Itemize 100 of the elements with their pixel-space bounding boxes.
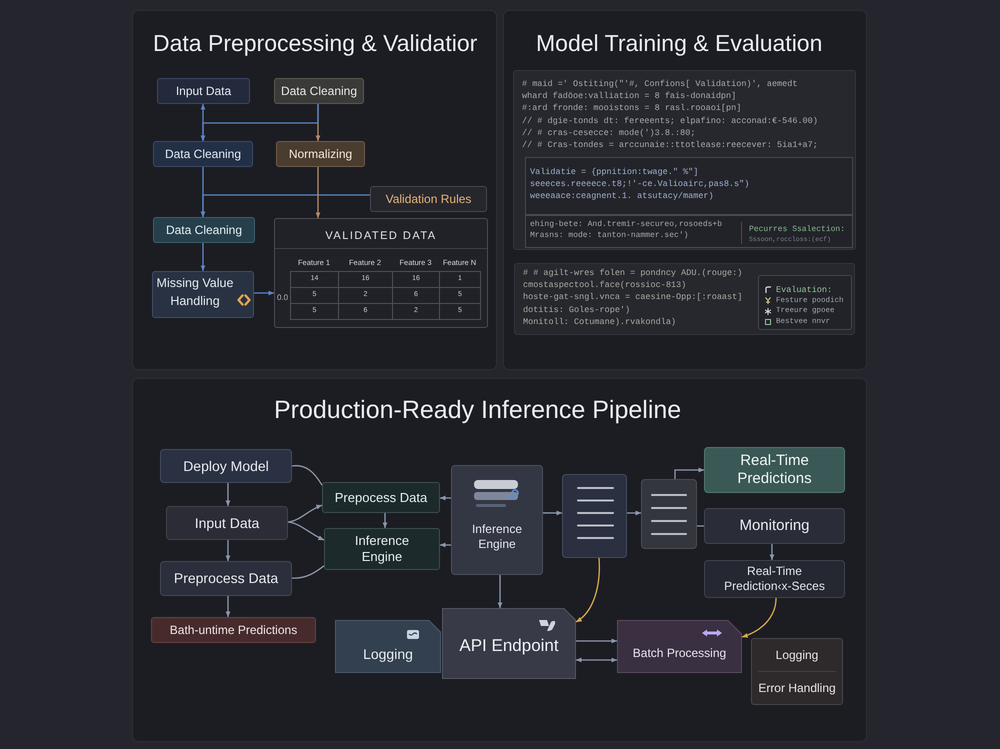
code-line: weeeaace:ceagnent.1. atsutacy/mamer)	[530, 190, 714, 203]
code-line: // # dgie-tonds dt: fereeents; elpafino: acconad:€-546.00)	[522, 114, 818, 127]
arrow	[226, 483, 230, 506]
process-box	[152, 271, 254, 318]
box-label: Logging	[776, 647, 818, 664]
arrow	[200, 104, 319, 142]
code-block	[525, 157, 853, 215]
code-line: // # Cras-tondes = arccunaie::ttotlease:reecever: 5ia1+a7;	[522, 139, 818, 152]
process-box	[451, 465, 543, 575]
arrow	[200, 194, 370, 218]
arrow	[200, 243, 206, 272]
code-panel	[513, 70, 856, 250]
evaluation-box	[758, 275, 852, 330]
connector-line	[697, 525, 704, 527]
box-label: Preprocess Data	[174, 569, 278, 588]
panel	[503, 10, 867, 370]
arrow	[543, 510, 562, 516]
process-box	[442, 608, 576, 679]
panel-title: Data Preprocessing & Validatior	[153, 29, 478, 57]
process-box	[151, 617, 316, 643]
box-label: Data Cleaning	[166, 222, 242, 239]
code-line: Validatie = {ppnition:twage." %"]	[530, 166, 698, 178]
code-line: # maid =' Ostiting("'#, Confions[ Validation)', aemedt	[522, 78, 798, 90]
process-box	[704, 560, 845, 598]
arrow	[316, 167, 320, 218]
box-label: Error Handling	[758, 680, 836, 697]
process-box	[274, 78, 364, 104]
arrow	[440, 496, 451, 500]
connector-line	[292, 565, 324, 579]
code-line: cmostaspectool.face(rossioc-813)	[523, 279, 686, 292]
process-box	[153, 141, 253, 167]
code-line: Mrasns: mode: tanton-nammer.sec')	[530, 230, 688, 241]
arrow	[226, 540, 230, 562]
code-line: seeeces.reeeece.t8;!'-ce.Valioairc,pas8.s")	[530, 178, 750, 190]
box-label: Input Data	[176, 83, 232, 100]
arrow	[498, 575, 502, 608]
row-label: 0.0	[277, 293, 288, 303]
box-label: Prepocess Data	[334, 488, 428, 507]
box-label: Missing Value Handling	[156, 275, 234, 310]
box-label: Logging	[363, 645, 413, 664]
code-line: Monitoll: Cotumane).rvakondla)	[523, 316, 676, 328]
box-label: Real-Time Prediction‹x-Seces	[723, 564, 826, 594]
arrow	[742, 598, 777, 638]
panel-title: Production-Ready Inference Pipeline	[274, 396, 682, 424]
process-box	[153, 217, 255, 243]
process-box	[617, 620, 742, 673]
list-heading: Evaluation:	[776, 284, 832, 296]
connector-line	[292, 465, 323, 486]
code-line: hoste-gat-sngl.vnca = caesine-Opp:[:roaast]	[523, 291, 742, 304]
box-label: Inference Engine	[354, 533, 410, 565]
process-box	[160, 561, 292, 596]
code-line: Pecurres Ssalection:	[749, 224, 846, 235]
panel	[132, 10, 497, 370]
process-box	[751, 638, 843, 705]
box-label: Data Cleaning	[280, 83, 358, 100]
process-box	[276, 141, 365, 167]
box-label: Batch Processing	[632, 644, 726, 662]
arrow	[440, 542, 451, 548]
arrow	[770, 544, 774, 560]
box-label: Real-Time Predictions	[736, 452, 813, 488]
document-box	[562, 474, 627, 558]
arrow	[226, 596, 230, 618]
process-box	[157, 78, 250, 104]
code-line: ehing-bete: And.tremir-secureo,rosoeds+b	[530, 219, 722, 230]
box-label: Inference Engine	[470, 522, 524, 552]
box-label: Normalizing	[288, 146, 352, 163]
arrow	[288, 521, 324, 541]
code-line: # # agilt-wres folen = pondncy ADU.(rouge:)	[523, 267, 742, 280]
code-line: dotitis: Goles-rope')	[523, 304, 630, 316]
box-label: Validation Rules	[386, 191, 472, 208]
panel	[132, 378, 867, 742]
arrow	[382, 513, 388, 528]
process-box	[322, 482, 440, 513]
arrow	[254, 290, 274, 296]
arrow	[627, 510, 642, 516]
box-label: Bath-untime Predictions	[170, 622, 298, 639]
arrow	[576, 558, 600, 623]
process-box	[704, 508, 845, 544]
panel-title: Model Training & Evaluation	[536, 29, 822, 57]
box-label: API Endpoint	[459, 634, 559, 657]
code-line: #:ard fronde: mooistons = 8 rasl.rooaoi[pn]	[522, 102, 742, 115]
code-line: // # cras-cesecce: mode(')3.8.:80;	[522, 126, 696, 140]
code-block	[525, 215, 853, 248]
document-box	[641, 479, 697, 549]
arrow	[576, 638, 618, 644]
process-box	[324, 528, 440, 570]
code-line: whard fadöoe:valliation = 8 fais-donaidpn]	[522, 90, 736, 102]
process-box	[160, 449, 292, 483]
box-label: Input Data	[194, 514, 260, 533]
process-box	[166, 506, 288, 540]
process-box	[370, 186, 487, 212]
data-table-box	[274, 218, 488, 328]
arrow	[674, 468, 704, 479]
box-label: Data Cleaning	[164, 146, 242, 163]
box-label: Monitoring	[739, 516, 810, 536]
arrow	[576, 658, 618, 662]
box-label: Deploy Model	[183, 456, 269, 476]
table-title: VALIDATED DATA	[324, 229, 438, 243]
arrow	[288, 504, 322, 523]
process-box	[335, 620, 441, 673]
